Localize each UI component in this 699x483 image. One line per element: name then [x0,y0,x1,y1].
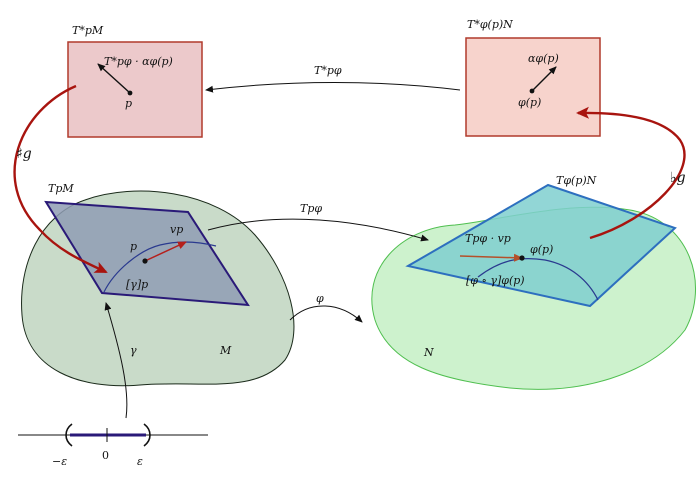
box-left-content: T*pφ · αφ(p) [104,55,173,68]
map-phi-label: φ [316,292,324,305]
curve-gamma-left [103,241,217,293]
sharp-arrow [13,84,108,274]
box-left-point-label: p [125,97,132,110]
box-right-point-dot [529,88,535,94]
gamma-label: γ [130,344,137,357]
point-p-dot [142,258,148,264]
curve-class-left-label: [γ]p [126,278,148,291]
sharp-label: ♯g [16,146,32,162]
pullback-arrow [205,82,461,93]
phi-map-arrow [289,305,363,323]
vector-v-label: vp [170,223,183,236]
point-phi-p-dot [519,255,525,261]
point-phi-p-label: φ(p) [530,243,553,256]
interval-right-label: ε [137,455,143,468]
cotangent-box-right [465,37,601,137]
manifold-N-label: N [423,346,434,359]
tangent-plane-right [405,183,677,308]
tangent-plane-left [44,200,250,307]
covector-left [97,63,131,94]
tangent-right-label: Tφ(p)N [556,174,597,187]
tangent-left-label: TpM [48,182,74,195]
box-right-point-label: φ(p) [518,96,541,109]
pushforward-label: Tpφ [300,202,322,215]
interval-left-label: −ε [52,455,67,468]
interval-zero-label: 0 [102,449,109,462]
pushforward-arrow [207,218,429,242]
covector-right [531,66,557,92]
vector-v [144,241,187,262]
gamma-arrow [104,302,128,419]
point-p-label: p [130,240,137,253]
interval-right-paren [143,423,151,447]
pullback-label: T*pφ [314,64,342,77]
box-left-point-dot [127,90,133,96]
manifold-M-label: M [219,344,232,357]
box-left-title: T*pM [72,24,104,37]
flat-label: ♭g [670,170,686,186]
box-right-content: αφ(p) [528,52,559,65]
pushed-vector [459,253,523,262]
flat-arrow [576,106,686,240]
pushed-vector-label: Tpφ · vp [465,232,511,245]
interval-left-paren [65,423,73,447]
curve-gamma-right [477,257,599,301]
curve-class-right-label: [φ ∘ γ]φ(p) [466,274,525,287]
box-right-title: T*φ(p)N [467,18,513,31]
